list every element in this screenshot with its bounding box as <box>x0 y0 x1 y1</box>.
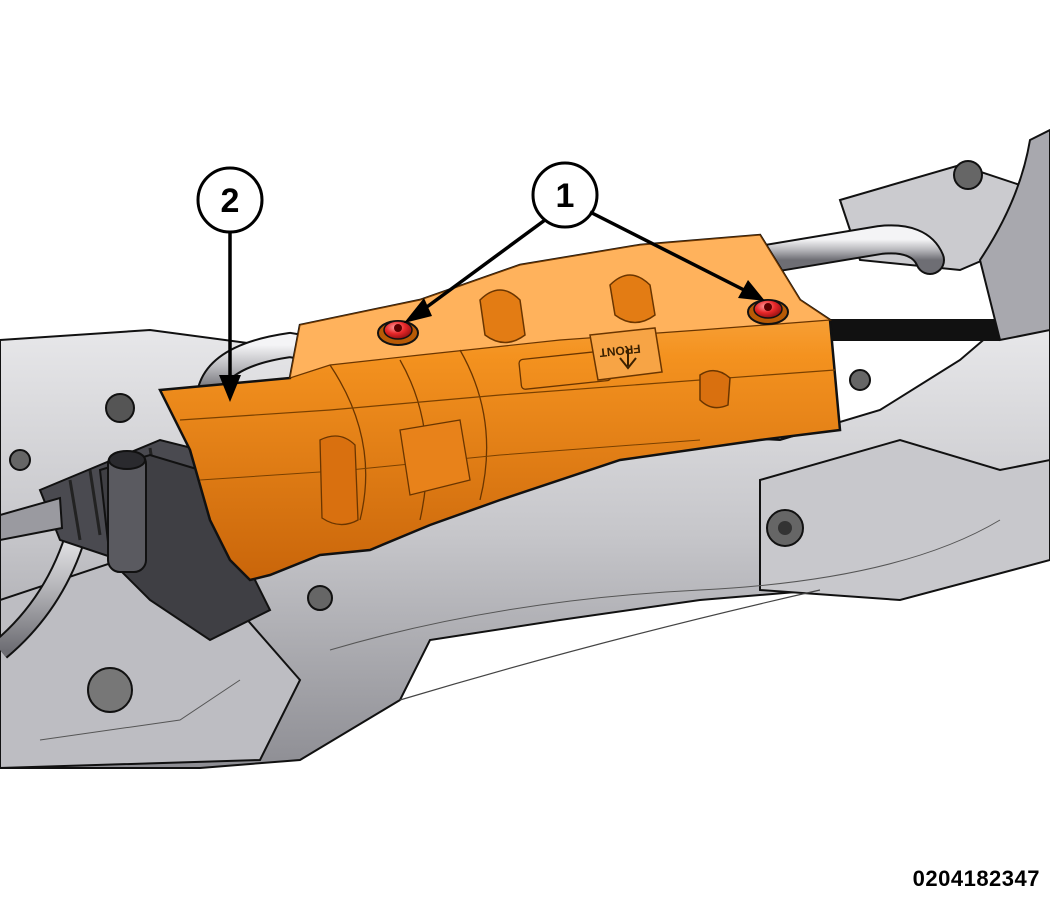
mount-bracket <box>98 450 272 642</box>
callout-1-circle <box>531 161 599 229</box>
control-arm <box>978 128 1050 342</box>
front-arrow-icon <box>619 350 637 370</box>
steering-tubes <box>0 224 1000 659</box>
callout-1-arrowhead-left <box>404 298 432 323</box>
callout-1-leader-right <box>589 210 749 294</box>
callout-2-arrowhead <box>219 375 241 402</box>
fastener-right <box>747 299 789 325</box>
callout-1: 1 <box>404 161 765 323</box>
callout-2-number: 2 <box>221 182 240 220</box>
callout-1-number: 1 <box>556 177 575 215</box>
front-stamp: FRONT <box>598 342 641 360</box>
callout-1-leader-left <box>418 218 547 314</box>
heat-shield: FRONT <box>158 233 842 582</box>
callout-2-circle <box>196 166 264 234</box>
figure-id: 0204182347 <box>912 866 1040 891</box>
callout-2: 2 <box>196 166 264 402</box>
callout-1-arrowhead-right <box>738 280 765 301</box>
fastener-left <box>377 320 419 346</box>
